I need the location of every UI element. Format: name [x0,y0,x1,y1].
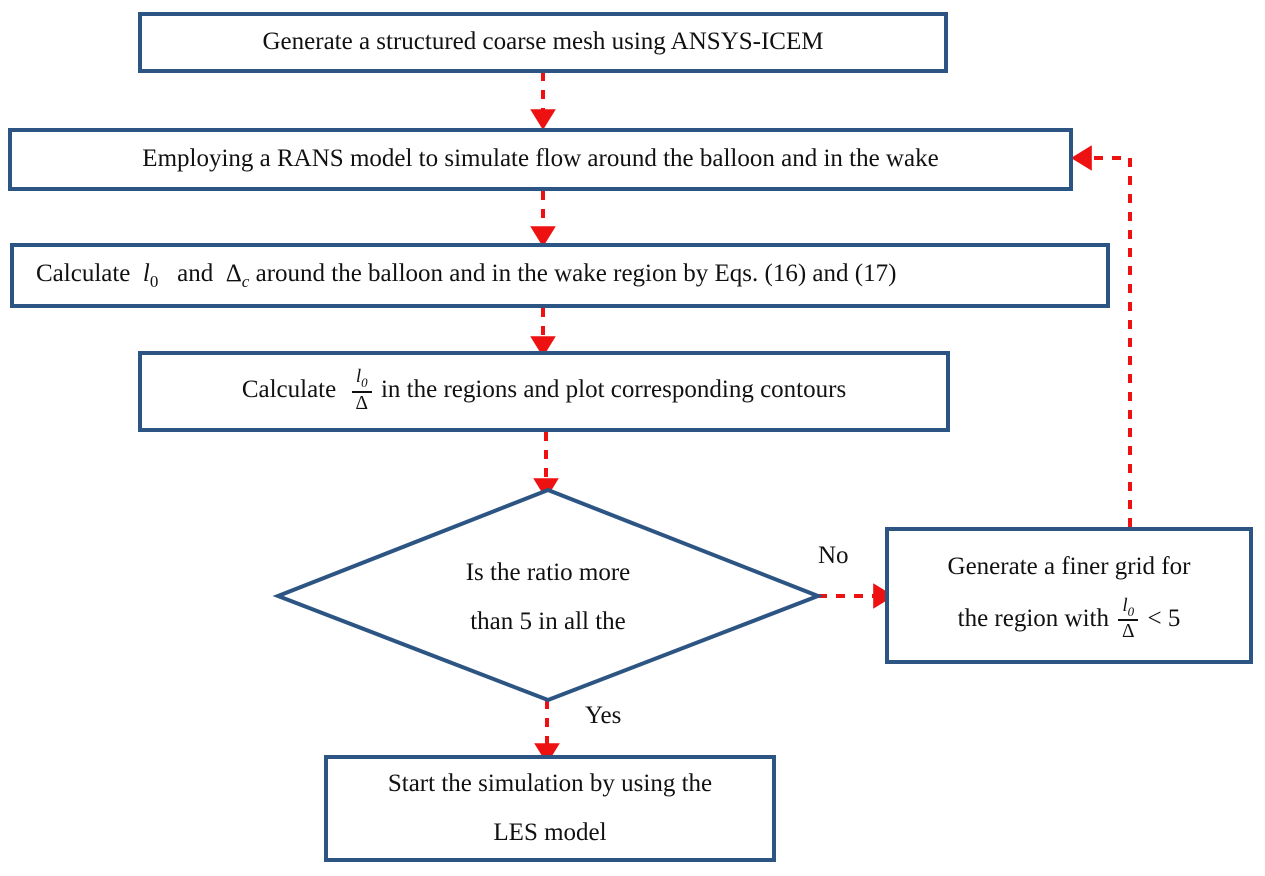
calc-mid: and [177,260,214,288]
fraction-numerator: l0 [355,366,368,391]
node-calculate-l0-deltac[interactable]: Calculate l0 and Δc around the balloon a… [10,243,1110,308]
fraction-bar [1118,619,1139,622]
arrow-feedback-to-rans [1071,145,1132,527]
node-rans-model[interactable]: Employing a RANS model to simulate flow … [8,128,1073,191]
fraction-l0-over-delta-condition: l0 Δ [1118,594,1139,643]
ratio-suffix: in the regions and plot corresponding co… [380,376,847,404]
calc-suffix: around the balloon and in the wake regio… [255,260,897,288]
node-generate-finer-grid-label: Generate a finer grid for the region wit… [899,548,1239,643]
fraction-l0-over-delta: l0 Δ [351,366,372,415]
finer-grid-line-2-suffix: < 5 [1147,604,1181,632]
fraction-bar [351,391,372,394]
node-start-les-simulation[interactable]: Start the simulation by using the LES mo… [324,755,776,862]
node-rans-model-label: Employing a RANS model to simulate flow … [142,145,939,173]
start-les-line-1: Start the simulation by using the [387,769,713,797]
node-generate-coarse-mesh-label: Generate a structured coarse mesh using … [262,28,824,56]
finer-grid-line-2: the region with l0 Δ < 5 [899,594,1239,643]
node-calculate-l0-deltac-label: Calculate l0 and Δc around the balloon a… [36,255,1096,295]
node-start-les-simulation-label: Start the simulation by using the LES mo… [338,765,762,853]
symbol-l0: l0 [142,260,159,292]
decision-line-2: than 5 in all the [470,608,626,635]
node-generate-coarse-mesh[interactable]: Generate a structured coarse mesh using … [138,12,948,73]
fraction-numerator: l0 [1122,594,1135,619]
node-calculate-ratio[interactable]: Calculate l0 Δ in the regions and plot c… [138,351,950,432]
calc-prefix: Calculate [36,260,131,288]
edge-label-no: No [818,542,849,569]
decision-line-1: Is the ratio more [465,559,631,587]
fraction-denominator: Δ [355,393,368,415]
finer-grid-line-2-prefix: the region with [957,604,1109,632]
ratio-prefix: Calculate [241,376,337,404]
node-decision-ratio-check[interactable]: Is the ratio more than 5 in all the [378,548,718,648]
symbol-delta-c: Δc [225,260,250,292]
node-generate-finer-grid[interactable]: Generate a finer grid for the region wit… [885,527,1253,664]
node-calculate-ratio-label: Calculate l0 Δ in the regions and plot c… [152,366,936,415]
start-les-line-2: LES model [493,818,607,846]
edge-label-yes: Yes [585,702,622,729]
fraction-denominator: Δ [1121,621,1135,643]
finer-grid-line-1: Generate a finer grid for [947,553,1191,581]
